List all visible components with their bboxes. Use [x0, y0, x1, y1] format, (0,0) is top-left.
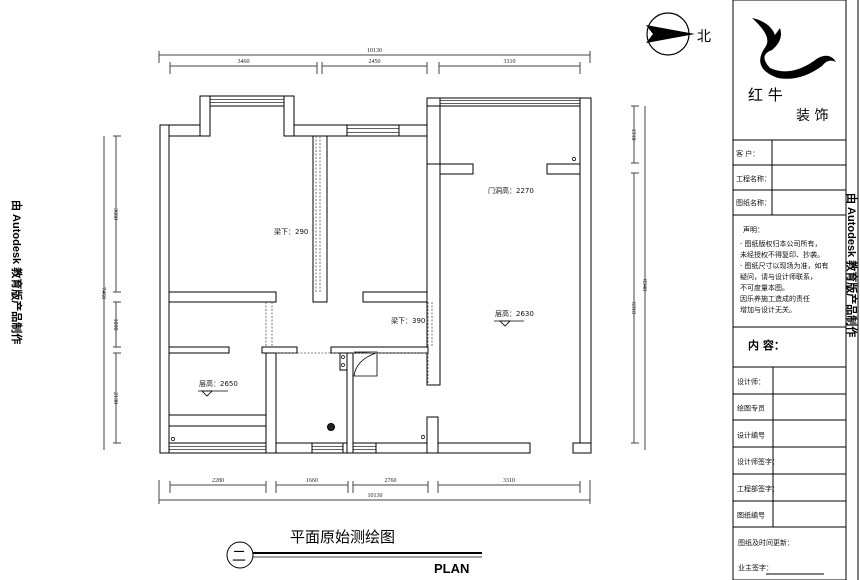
pipe-icon — [572, 157, 576, 161]
project-label: 工程名称： — [736, 174, 771, 183]
dimension-label: 1310 — [630, 129, 636, 141]
dimension-label: 8340 — [641, 279, 647, 291]
beam-annotation-1: 梁下：290 — [274, 227, 308, 236]
wall — [426, 97, 441, 174]
dimension-label: 3460 — [238, 59, 250, 65]
title-block-row-label: 图纸编号 — [737, 511, 765, 520]
notice-line: · 图纸版权归本公司所有， — [740, 239, 821, 248]
dimension-label: 3660 — [112, 208, 118, 220]
wall — [437, 442, 531, 454]
wall — [362, 291, 428, 303]
wall — [579, 97, 592, 454]
wall — [426, 163, 441, 386]
floor-height-annotation-2: 层高：2650 — [199, 379, 238, 388]
wall — [159, 124, 170, 454]
title-block — [732, 0, 859, 580]
wall — [572, 442, 592, 454]
north-arrow-icon — [646, 12, 695, 56]
client-label: 客 户： — [736, 149, 759, 158]
watermark-left: 由 Autodesk 教育版产品制作 — [10, 200, 24, 344]
level-marker-icon — [198, 320, 524, 397]
dimension-label: 2130 — [112, 392, 118, 404]
wall — [330, 346, 429, 354]
pipe-icon — [341, 363, 345, 367]
drawing-subtitle: PLAN — [434, 561, 469, 576]
notice-line: 未经授权不得复印、抄袭。 — [740, 250, 824, 259]
update-label: 图纸及时间更新： — [738, 538, 794, 547]
drawing-title: 平面原始测绘图 — [290, 528, 395, 546]
company-logo-icon — [752, 18, 836, 79]
wall — [261, 346, 298, 354]
drawing-number: 二 — [232, 549, 246, 565]
dimension-label: 7460 — [100, 287, 106, 299]
wall — [199, 95, 211, 137]
owner-sign-label: 业主签字： — [738, 563, 773, 572]
wall — [265, 352, 277, 454]
pipe-box — [339, 352, 348, 371]
notice-line: · 图纸尺寸以现场为准，如有 — [740, 261, 828, 270]
dimension-label: 3310 — [504, 59, 516, 65]
wall — [546, 163, 581, 175]
flue-shaft-icon — [353, 351, 378, 377]
title-block-row-label: 工程部签字： — [737, 484, 779, 493]
dimension-label: 10130 — [367, 48, 382, 54]
wall — [168, 346, 230, 354]
dimension-label: 2280 — [212, 478, 224, 484]
title-block-row-label: 设计师签字： — [737, 457, 779, 466]
drawing-name-label: 图纸名称： — [736, 198, 771, 207]
floor-drain-icon — [327, 423, 335, 431]
plan-details — [168, 95, 581, 454]
balcony-ledge — [168, 414, 267, 427]
drawing-title-block — [226, 541, 482, 569]
door-height-annotation: 门洞高：2270 — [488, 186, 534, 195]
notice-line: 不可度量本图。 — [740, 283, 789, 292]
notice-line: 疑问，请与设计师联系， — [740, 272, 817, 281]
company-name-line1: 红 牛 — [748, 86, 783, 104]
company-name-line2: 装 饰 — [796, 108, 828, 124]
beam-annotation-2: 梁下：390 — [391, 316, 425, 325]
dimension-label: 1660 — [306, 478, 318, 484]
window — [168, 442, 267, 454]
pipe-icon — [421, 435, 425, 439]
title-block-row-label: 绘图专员 — [737, 404, 765, 413]
wall — [346, 352, 354, 454]
floor-height-annotation-1: 层高：2630 — [495, 309, 534, 318]
title-block-row-label: 设计师： — [737, 377, 765, 386]
notice-line: 因乐养施工造成的责任 — [740, 294, 810, 303]
wall — [168, 291, 277, 303]
dimension-label: 2760 — [385, 478, 397, 484]
notice-title: 声明： — [743, 225, 764, 234]
dimension-label: 6310 — [630, 302, 636, 314]
pipe-icon — [341, 355, 345, 359]
dimension-lines: 10130 3460 2450 3310 2280 1660 2760 3310 10130 36… — [100, 48, 647, 504]
walls — [159, 95, 592, 454]
title-block-row-label: 设计编号 — [737, 430, 765, 439]
dimension-label: 1090 — [112, 319, 118, 331]
window — [346, 124, 400, 137]
window — [311, 442, 344, 454]
north-label: 北 — [697, 29, 711, 45]
wall — [426, 416, 439, 454]
dimension-label: 3310 — [503, 478, 515, 484]
window — [352, 442, 377, 454]
wall — [283, 95, 295, 137]
dimension-label: 10130 — [368, 493, 383, 499]
dimension-label: 2450 — [369, 59, 381, 65]
watermark-right: 由 Autodesk 教育版产品制作 — [845, 193, 859, 337]
window — [439, 97, 581, 107]
content-label: 内 容： — [748, 338, 785, 352]
notice-line: 增加与设计无关。 — [740, 305, 796, 314]
wall — [439, 163, 474, 175]
window — [209, 95, 285, 107]
pipe-icon — [171, 437, 175, 441]
notice-text: · 图纸版权归本公司所有， 未经授权不得复印、抄袭。 · 图纸尺寸以现场为准，如有… — [740, 239, 828, 314]
